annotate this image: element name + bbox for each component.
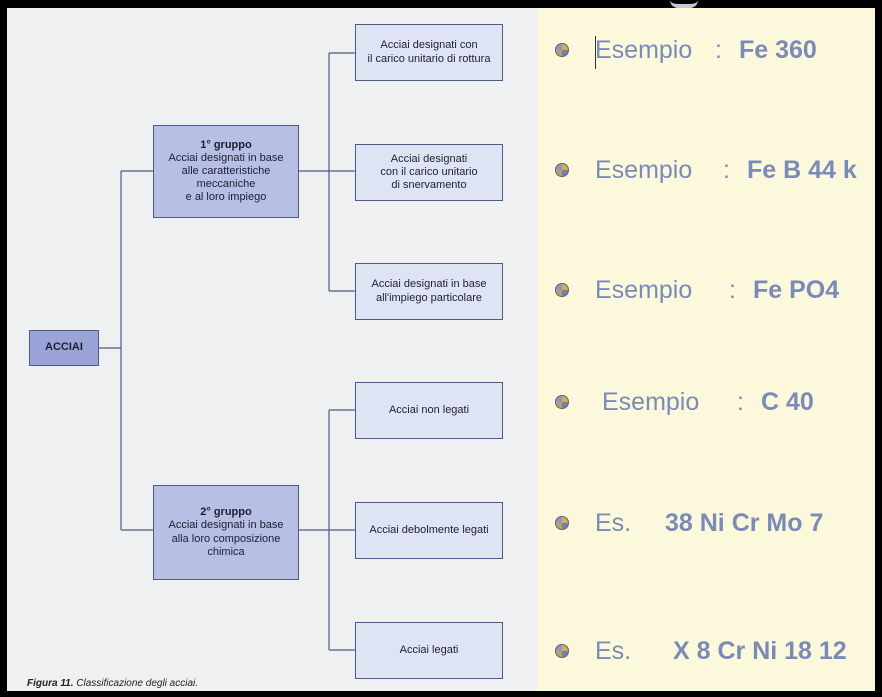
group-1-title: 1° gruppo	[200, 138, 252, 151]
example-label: Es.	[595, 636, 632, 665]
pie-bullet-icon	[555, 516, 569, 530]
pie-bullet-icon	[555, 43, 569, 57]
example-code: C 40	[761, 387, 814, 416]
leaf-impiego-particolare: Acciai designati in base all'impiego par…	[355, 263, 503, 320]
group-1-node: 1° gruppo Acciai designati in base alle …	[153, 125, 299, 218]
group-2-node: 2° gruppo Acciai designati in base alla …	[153, 485, 299, 580]
example-colon: :	[715, 35, 722, 64]
group-2-title: 2° gruppo	[200, 506, 252, 519]
example-colon: :	[723, 155, 730, 184]
example-row: Esempio : Fe B 44 k	[537, 150, 875, 190]
example-code: Fe PO4	[753, 275, 840, 304]
figure-caption: Figura 11. Classificazione degli acciai.	[27, 678, 198, 689]
diagram-panel: ACCIAI 1° gruppo Acciai designati in bas…	[7, 8, 537, 691]
example-label: Esempio	[595, 35, 693, 64]
example-label: Esempio	[602, 387, 700, 416]
root-node-acciai: ACCIAI	[29, 330, 99, 366]
example-label: Es.	[595, 508, 632, 537]
pie-bullet-icon	[555, 163, 569, 177]
leaf-legati: Acciai legati	[355, 622, 503, 679]
example-row: Es. 38 Ni Cr Mo 7	[537, 503, 875, 543]
example-row: Esempio : Fe 360	[537, 30, 875, 70]
example-code: X 8 Cr Ni 18 12	[673, 636, 847, 665]
text-cursor	[595, 36, 596, 69]
diagram-connectors	[99, 52, 355, 651]
examples-panel: Esempio : Fe 360 Esempio : Fe B 44 k Ese…	[537, 8, 875, 691]
group-1-body: Acciai designati in base alle caratteris…	[168, 151, 284, 204]
example-label: Esempio	[595, 275, 693, 304]
example-row: Esempio : C 40	[537, 382, 875, 422]
group-2-body: Acciai designati in base alla loro compo…	[168, 519, 284, 558]
example-label: Esempio	[595, 155, 693, 184]
leaf-carico-snervamento: Acciai designati con il carico unitario …	[355, 144, 503, 201]
pie-bullet-icon	[555, 395, 569, 409]
pie-bullet-icon	[555, 644, 569, 658]
example-colon: :	[737, 387, 744, 416]
example-code: Fe B 44 k	[747, 155, 857, 184]
example-code: 38 Ni Cr Mo 7	[665, 508, 824, 537]
example-row: Esempio : Fe PO4	[537, 270, 875, 310]
cropped-title-glyph	[670, 0, 698, 8]
leaf-non-legati: Acciai non legati	[355, 382, 503, 439]
pie-bullet-icon	[555, 283, 569, 297]
example-code: Fe 360	[739, 35, 817, 64]
example-row: Es. X 8 Cr Ni 18 12	[537, 631, 875, 671]
example-colon: :	[729, 275, 736, 304]
leaf-carico-rottura: Acciai designati con il carico unitario …	[355, 24, 503, 81]
caption-text: Classificazione degli acciai.	[76, 678, 199, 689]
caption-label: Figura 11.	[27, 678, 74, 689]
leaf-debolmente-legati: Acciai debolmente legati	[355, 502, 503, 559]
